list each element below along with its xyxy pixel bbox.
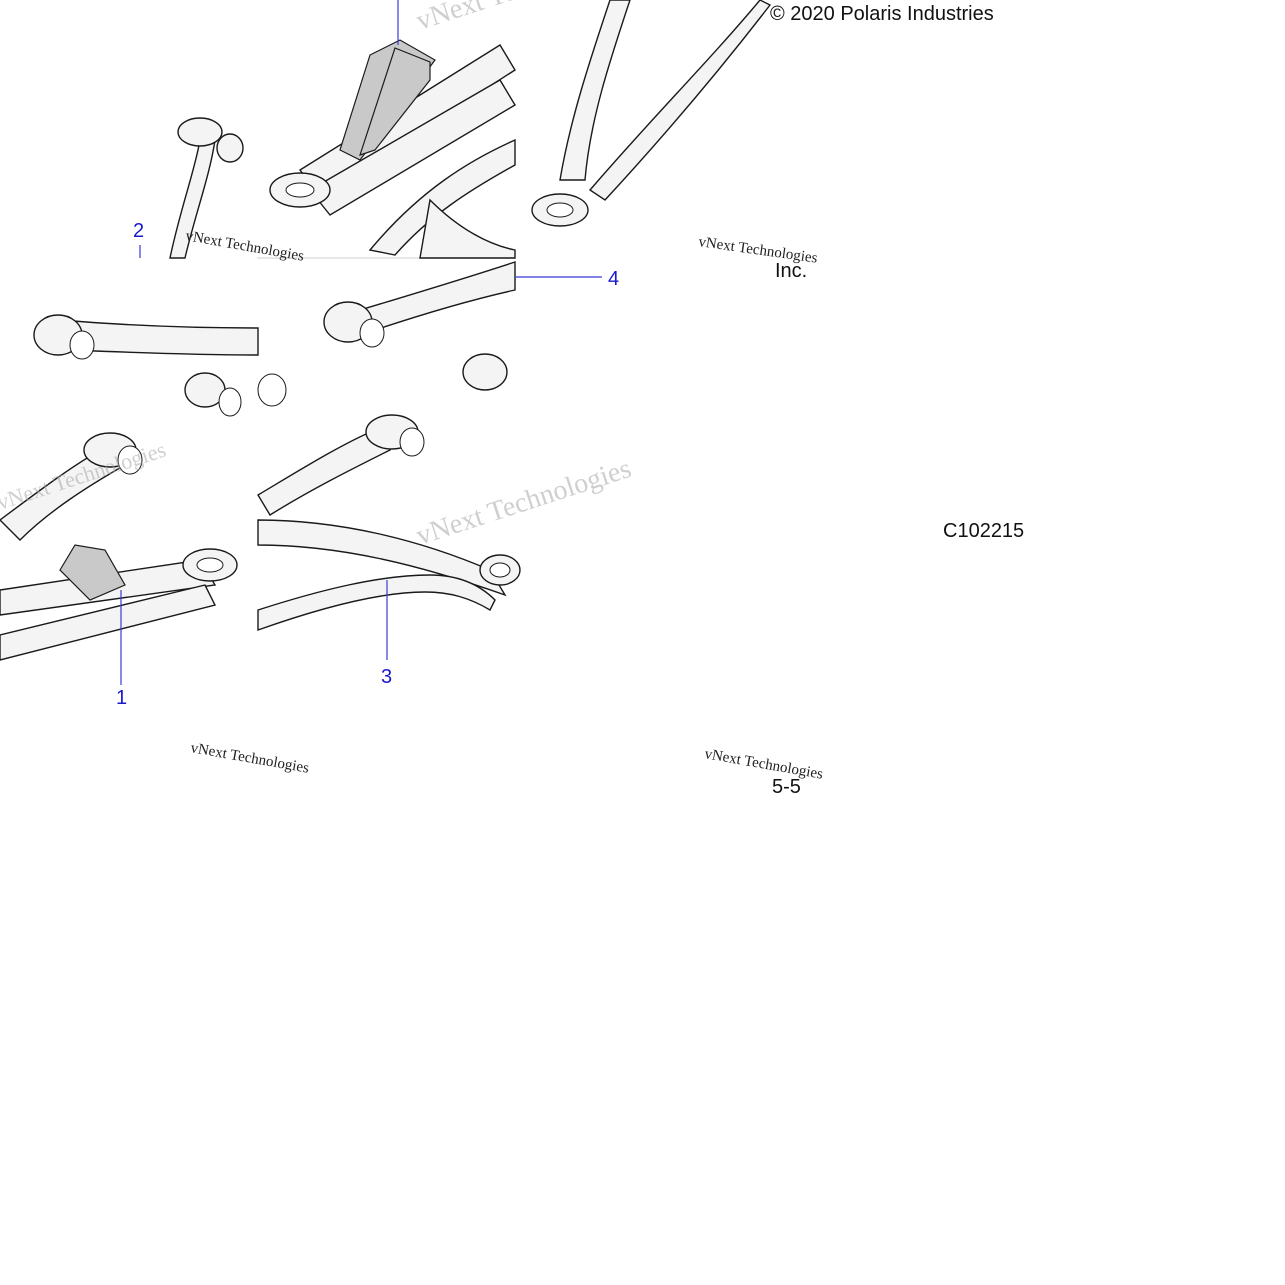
copyright-text: © 2020 Polaris Industries [770,3,994,25]
lower-arm-part-1 [0,544,238,661]
callout-4: 4 [608,268,619,290]
a-arm-middle-center [257,261,516,516]
page-reference: 5-5 [772,776,801,798]
a-arm-upper-left [269,39,516,259]
callout-2: 2 [133,220,144,242]
watermark-5: vNext Technologies [413,453,635,552]
a-arm-top-right [531,0,772,227]
watermark-1: vNext Technologies [184,228,305,265]
lower-arm-part-3 [257,519,521,631]
watermark-3: vNext Technologies [189,740,310,777]
copyright-continued: Inc. [775,260,807,282]
a-arm-middle-left [0,314,259,541]
watermark-4: vNext Technologies [703,746,824,783]
upper-arm-part-2 [169,117,244,259]
diagram-code: C102215 [943,520,1024,542]
callout-3: 3 [381,666,392,688]
callout-1: 1 [116,687,127,709]
